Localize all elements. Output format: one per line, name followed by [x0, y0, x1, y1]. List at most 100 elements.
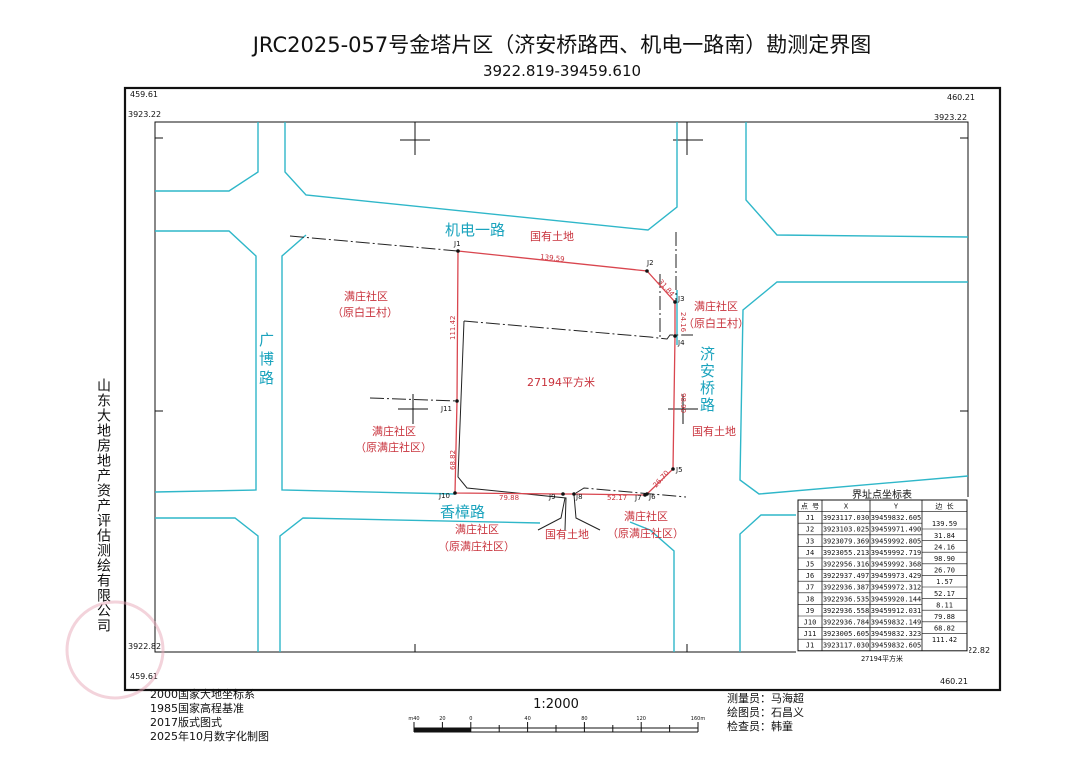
table-cell: J1 [806, 642, 814, 650]
table-cell: 39459832.323 [871, 630, 922, 638]
checker: 检查员：韩童 [727, 719, 793, 733]
grid-ticks [155, 122, 968, 652]
table-header: 边 长 [935, 502, 953, 511]
drafter: 绘图员：石昌义 [727, 705, 804, 719]
table-cell: 3923103.025 [823, 526, 869, 534]
footer-line: 2000国家大地坐标系 [150, 687, 255, 701]
scale-tick-label: 20 [439, 716, 445, 722]
road-network [154, 122, 969, 652]
table-header: Y [894, 503, 899, 511]
label-orig: （原白王村） [683, 316, 749, 330]
table-cell: 39459992.805 [871, 537, 922, 545]
footer-line: 2017版式图式 [150, 715, 222, 729]
table-cell: J11 [804, 630, 817, 638]
parcel-boundary [454, 250, 676, 496]
boundary-point-marker [561, 492, 565, 496]
road-name-north: 机电一路 [445, 221, 505, 239]
table-header: 点 号 [801, 503, 819, 511]
table-cell: 3922936.535 [823, 595, 869, 603]
table-edge-length: 26.70 [934, 567, 955, 575]
table-cell: 39459972.312 [871, 584, 922, 592]
table-cell: 39459920.144 [871, 595, 922, 603]
label-state-land-north: 国有土地 [530, 229, 574, 243]
corner-br-y: 460.21 [940, 677, 968, 686]
table-cell: 3922936.558 [823, 607, 869, 615]
table-cell: 39459912.031 [871, 607, 922, 615]
footer-line: 1985国家高程基准 [150, 701, 244, 715]
table-cell: J5 [806, 561, 814, 569]
label-community: 满庄社区 [455, 522, 499, 536]
boundary-point-label: J3 [677, 295, 685, 303]
road-name-south: 香樟路 [440, 503, 485, 521]
table-edge-length: 111.42 [932, 636, 957, 644]
table-edge-length: 139.59 [932, 520, 957, 528]
corner-tl-x: 3923.22 [128, 110, 161, 119]
table-cell: 3923055.213 [823, 549, 869, 557]
edge-label: 68.82 [449, 450, 457, 470]
outer-frame [123, 86, 1002, 692]
footer-line: 2025年10月数字化制图 [150, 729, 269, 743]
edge-label: 79.88 [499, 494, 519, 502]
table-cell: 3923117.030 [823, 642, 869, 650]
table-total-area: 27194平方米 [861, 654, 903, 663]
table-cell: 3923079.369 [823, 537, 869, 545]
label-community: 满庄社区 [624, 509, 668, 523]
table-cell: 3922937.497 [823, 572, 869, 580]
inner-frame [154, 121, 969, 653]
existing-lines [289, 232, 693, 531]
table-cell: J1 [806, 514, 814, 522]
table-edge-length: 68.82 [934, 625, 955, 633]
table-cell: J10 [804, 619, 817, 627]
scale-tick-label: 160m [691, 716, 706, 722]
label-orig: （原满庄社区） [607, 526, 684, 540]
road-name-east: 济安桥路 [698, 346, 716, 414]
table-cell: 3922936.387 [823, 584, 869, 592]
boundary-point-marker [643, 493, 647, 497]
table-edge-length: 52.17 [934, 590, 955, 598]
table-cell: 39459832.149 [871, 619, 922, 627]
label-state-land-south: 国有土地 [545, 527, 589, 541]
scale-tick-label: 40 [524, 716, 530, 722]
table-header: X [844, 503, 849, 511]
table-cell: 39459992.719 [871, 549, 922, 557]
boundary-point-label: J2 [646, 259, 654, 267]
boundary-point-label: J1 [453, 240, 461, 248]
label-orig: （原白王村） [332, 305, 398, 319]
table-edge-length: 98.90 [934, 555, 955, 563]
corner-bl-y: 459.61 [130, 672, 158, 681]
table-cell: J3 [806, 537, 814, 545]
boundary-point-marker [671, 467, 675, 471]
map-scale: 1:2000 [533, 697, 579, 712]
table-edge-length: 31.84 [934, 532, 955, 540]
boundary-point-label: J5 [675, 466, 683, 474]
table-cell: 3923117.030 [823, 514, 869, 522]
table-cell: 39459973.429 [871, 572, 922, 580]
label-community: 满庄社区 [344, 289, 388, 303]
table-cell: J6 [806, 572, 814, 580]
table-cell: J9 [806, 607, 814, 615]
boundary-point-label: J7 [634, 494, 642, 502]
label-state-land-east: 国有土地 [692, 424, 736, 438]
table-cell: 3922936.784 [823, 619, 869, 627]
table-cell: 3923005.605 [823, 630, 869, 638]
table-edge-length: 1.57 [936, 578, 953, 586]
edge-label: 139.59 [540, 253, 565, 264]
edge-label: 24.16 [679, 312, 687, 333]
surveyor: 测量员：马海超 [727, 691, 804, 705]
boundary-point-label: J11 [440, 405, 452, 413]
company-name: 山东大地房地产资产评估测绘有限公司 [95, 378, 111, 633]
table-title: 界址点坐标表 [852, 488, 912, 501]
road-name-west: 广博路 [257, 332, 275, 389]
boundary-point-marker [572, 492, 576, 496]
scale-tick-label: 80 [581, 716, 587, 722]
